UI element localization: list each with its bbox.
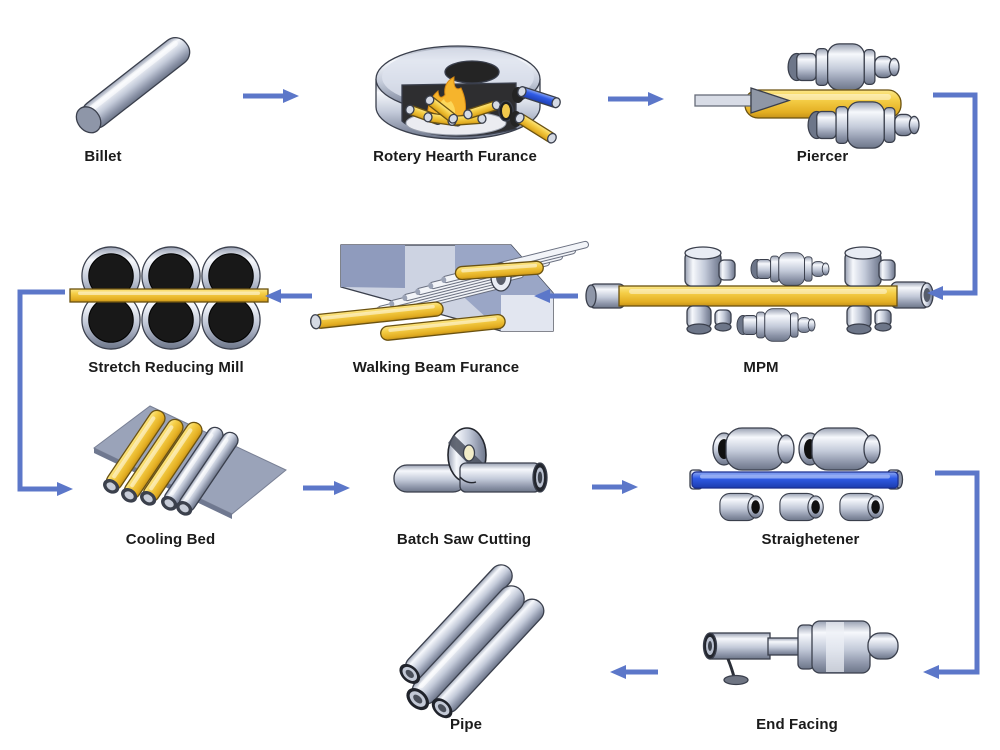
step-label-cooling-bed: Cooling Bed (125, 531, 216, 548)
step-label-batch-saw-cutting: Batch Saw Cutting (396, 531, 532, 548)
step-rotary-hearth-furnace: Rotery Hearth Furance (368, 35, 561, 170)
step-label-mpm: MPM (743, 359, 779, 376)
furnace-billets (405, 95, 502, 127)
stretch-reducing-mill-illustration (69, 246, 269, 350)
arrow-batch-saw-to-straightener (592, 480, 638, 494)
batch-saw-cutting-illustration (393, 427, 548, 493)
step-label-piercer: Piercer (796, 148, 849, 165)
step-label-straightener: Straighetener (761, 531, 860, 548)
rotary-hearth-furnace-illustration (375, 45, 561, 144)
step-label-pipe: Pipe (449, 716, 483, 733)
step-cooling-bed: Cooling Bed (80, 398, 305, 548)
step-straightener: Straighetener (689, 420, 905, 548)
billet-illustration (75, 36, 191, 134)
step-label-rotary-hearth-furnace: Rotery Hearth Furance (373, 148, 537, 165)
arrow-billet-to-furnace (243, 89, 299, 103)
step-piercer: Piercer (694, 38, 920, 170)
step-walking-beam-furnace: Walking Beam Furance (305, 235, 589, 376)
connector-straightener-to-end-facing (923, 470, 980, 679)
step-pipe: Pipe (355, 564, 605, 733)
mpm-roller-stand (684, 246, 736, 335)
arrow-end-facing-to-pipe (610, 665, 658, 679)
step-batch-saw-cutting: Batch Saw Cutting (390, 425, 548, 548)
mpm-illustration (585, 246, 934, 342)
cooling-bed-illustration (93, 405, 287, 519)
step-label-stretch-reducing-mill: Stretch Reducing Mill (88, 359, 244, 376)
connector-stretch-reducing-mill-to-cooling-bed (17, 289, 73, 496)
straightener-illustration (689, 427, 904, 522)
arrow-furnace-to-piercer (608, 92, 664, 106)
step-mpm: MPM (585, 246, 935, 376)
step-label-walking-beam-furnace: Walking Beam Furance (352, 359, 520, 376)
step-end-facing: End Facing (700, 595, 900, 733)
step-label-end-facing: End Facing (756, 716, 838, 733)
walking-beam-furnace-illustration (310, 240, 589, 341)
arrow-cooling-bed-to-batch-saw (303, 481, 350, 495)
step-billet: Billet (55, 25, 195, 175)
end-facing-illustration (702, 620, 899, 686)
step-label-billet: Billet (84, 148, 122, 165)
piercer-illustration (694, 43, 920, 149)
step-stretch-reducing-mill: Stretch Reducing Mill (69, 245, 270, 376)
pipe-bundle-illustration (399, 564, 545, 719)
